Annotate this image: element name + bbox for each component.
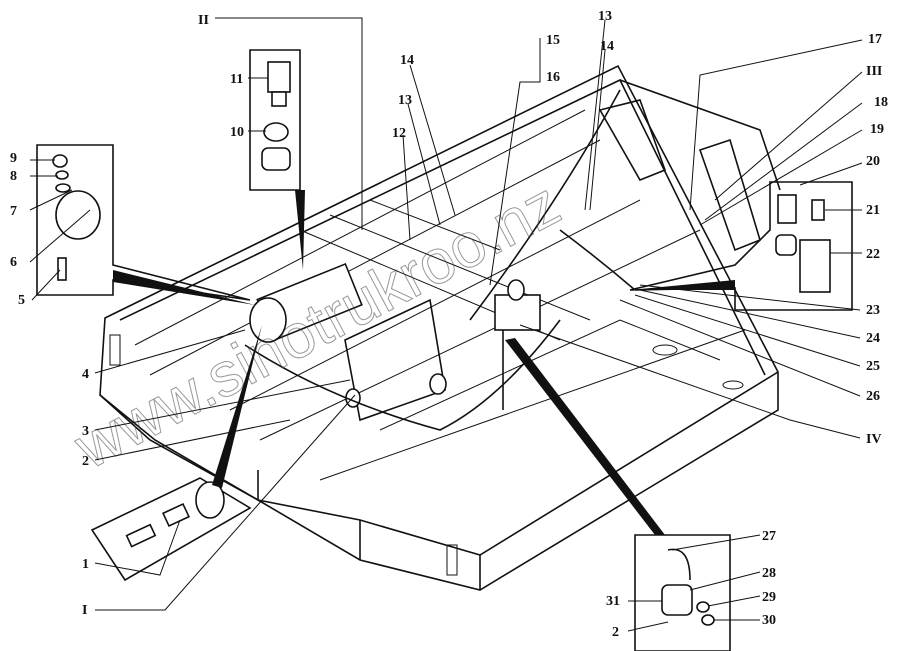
label-15: 15 bbox=[546, 33, 560, 48]
label-IV: IV bbox=[866, 432, 882, 447]
label-7: 7 bbox=[10, 204, 17, 219]
label-24: 24 bbox=[866, 331, 880, 346]
label-29: 29 bbox=[762, 590, 776, 605]
label-4: 4 bbox=[82, 367, 89, 382]
label-2b: 2 bbox=[612, 625, 619, 640]
label-10: 10 bbox=[230, 125, 244, 140]
label-III: III bbox=[866, 64, 882, 79]
label-28: 28 bbox=[762, 566, 776, 581]
label-2: 2 bbox=[82, 454, 89, 469]
label-12: 12 bbox=[392, 126, 406, 141]
label-6: 6 bbox=[10, 255, 17, 270]
label-23: 23 bbox=[866, 303, 880, 318]
label-18: 18 bbox=[874, 95, 888, 110]
label-13a: 13 bbox=[398, 93, 412, 108]
label-14a: 14 bbox=[400, 53, 414, 68]
label-II: II bbox=[198, 13, 209, 28]
label-1: 1 bbox=[82, 557, 89, 572]
label-22: 22 bbox=[866, 247, 880, 262]
label-26: 26 bbox=[866, 389, 880, 404]
label-19: 19 bbox=[870, 122, 884, 137]
label-20: 20 bbox=[866, 154, 880, 169]
label-5: 5 bbox=[18, 293, 25, 308]
label-8: 8 bbox=[10, 169, 17, 184]
frame-body bbox=[99, 64, 781, 591]
label-31: 31 bbox=[606, 594, 620, 609]
label-30: 30 bbox=[762, 613, 776, 628]
callout-box-lamp bbox=[36, 144, 255, 305]
label-9: 9 bbox=[10, 151, 17, 166]
label-21: 21 bbox=[866, 203, 880, 218]
callout-box-II bbox=[249, 49, 305, 270]
label-27: 27 bbox=[762, 529, 776, 544]
callout-box-I bbox=[90, 325, 262, 582]
part-labels: II 11 10 9 8 7 6 5 4 3 2 1 I 14 13 12 15… bbox=[10, 9, 888, 640]
label-14b: 14 bbox=[600, 39, 614, 54]
callout-box-III bbox=[629, 181, 853, 311]
leader-lines bbox=[29, 17, 863, 632]
label-17: 17 bbox=[868, 32, 882, 47]
callout-box-IV bbox=[505, 338, 731, 651]
label-25: 25 bbox=[866, 359, 880, 374]
label-3: 3 bbox=[82, 424, 89, 439]
label-13b: 13 bbox=[598, 9, 612, 24]
label-16: 16 bbox=[546, 70, 560, 85]
label-11: 11 bbox=[230, 72, 243, 87]
label-I: I bbox=[82, 603, 87, 618]
